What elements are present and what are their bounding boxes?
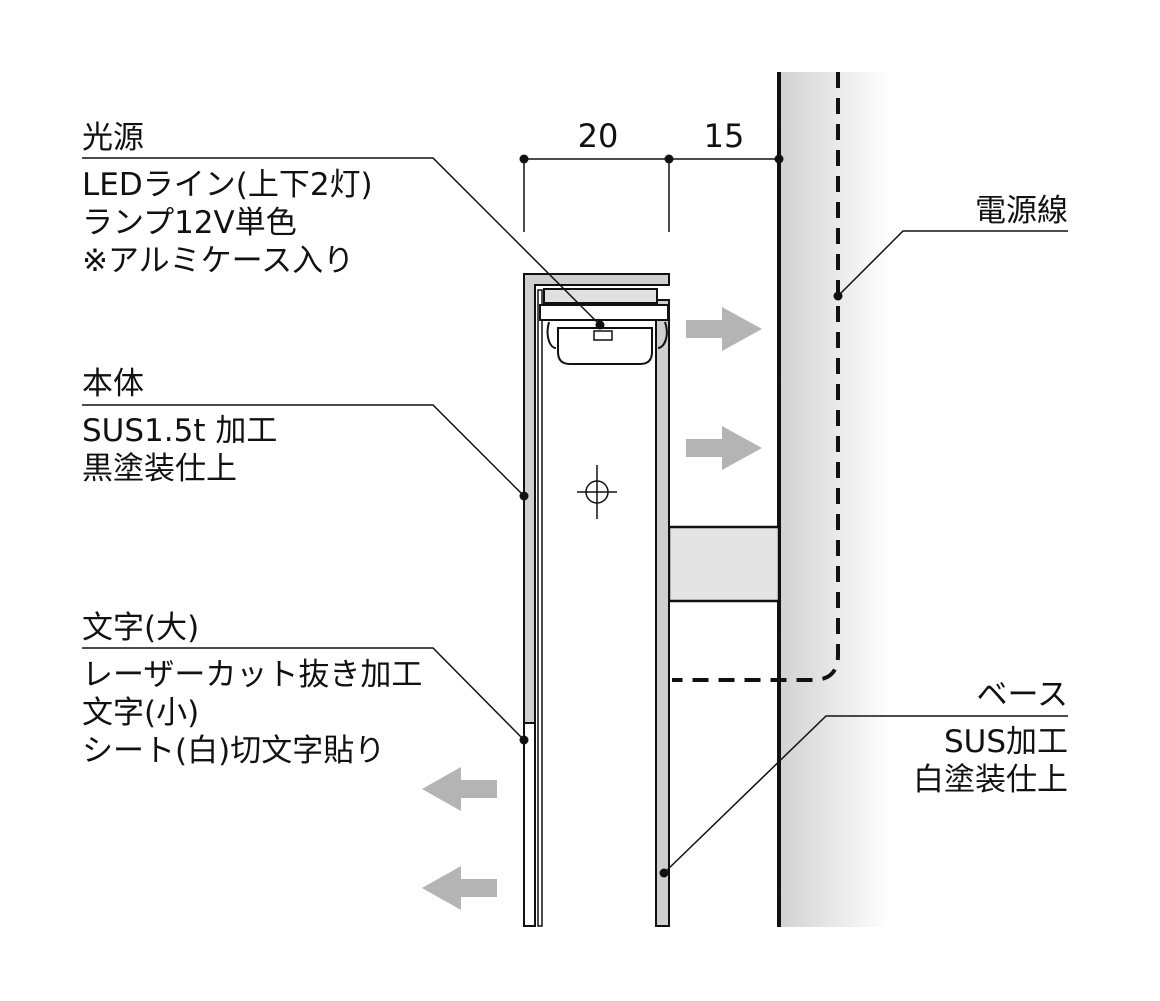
leader-base (663, 715, 1068, 874)
power-cable-line (672, 72, 840, 682)
label-light-source-line2: ランプ12V単色 (82, 205, 297, 241)
body-panel (523, 273, 670, 927)
base-panel (655, 299, 670, 927)
label-body-line2: 黒塗装仕上 (82, 451, 237, 487)
label-light-source-title: 光源 (82, 120, 144, 156)
light-arrow-icon (686, 307, 762, 351)
leader-light-source (82, 157, 601, 326)
label-light-source-line1: LEDライン(上下2灯) (82, 167, 373, 203)
inner-liner (537, 289, 543, 927)
label-base-line2: 白塗装仕上 (913, 762, 1068, 798)
fixing-point-symbol (577, 465, 617, 519)
leader-body (82, 404, 525, 497)
dimension-15: 15 (704, 117, 745, 155)
label-letters-line2: 文字(小) (82, 695, 199, 731)
dimension-line (523, 158, 779, 232)
label-light-source-line3: ※アルミケース入り (82, 243, 354, 279)
leader-power-cable (837, 230, 1068, 297)
letter-sheet (523, 722, 536, 927)
light-arrow-icon (686, 426, 762, 470)
label-letters-line1: レーザーカット抜き加工 (82, 657, 422, 693)
mounting-bracket (667, 525, 781, 603)
led-module (539, 288, 669, 365)
label-base-line1: SUS加工 (944, 724, 1068, 760)
dimension-20: 20 (578, 117, 619, 155)
label-body-title: 本体 (82, 366, 144, 402)
light-arrow-icon (422, 767, 497, 811)
light-arrow-icon (422, 866, 497, 910)
label-body-line1: SUS1.5t 加工 (82, 413, 277, 449)
label-base-title: ベース (977, 677, 1068, 713)
wall-surface (780, 72, 890, 927)
leader-letters (82, 647, 525, 741)
label-letters-title: 文字(大) (82, 610, 199, 646)
label-power-cable: 電源線 (975, 193, 1068, 229)
label-letters-line3: シート(白)切文字貼り (82, 733, 385, 769)
